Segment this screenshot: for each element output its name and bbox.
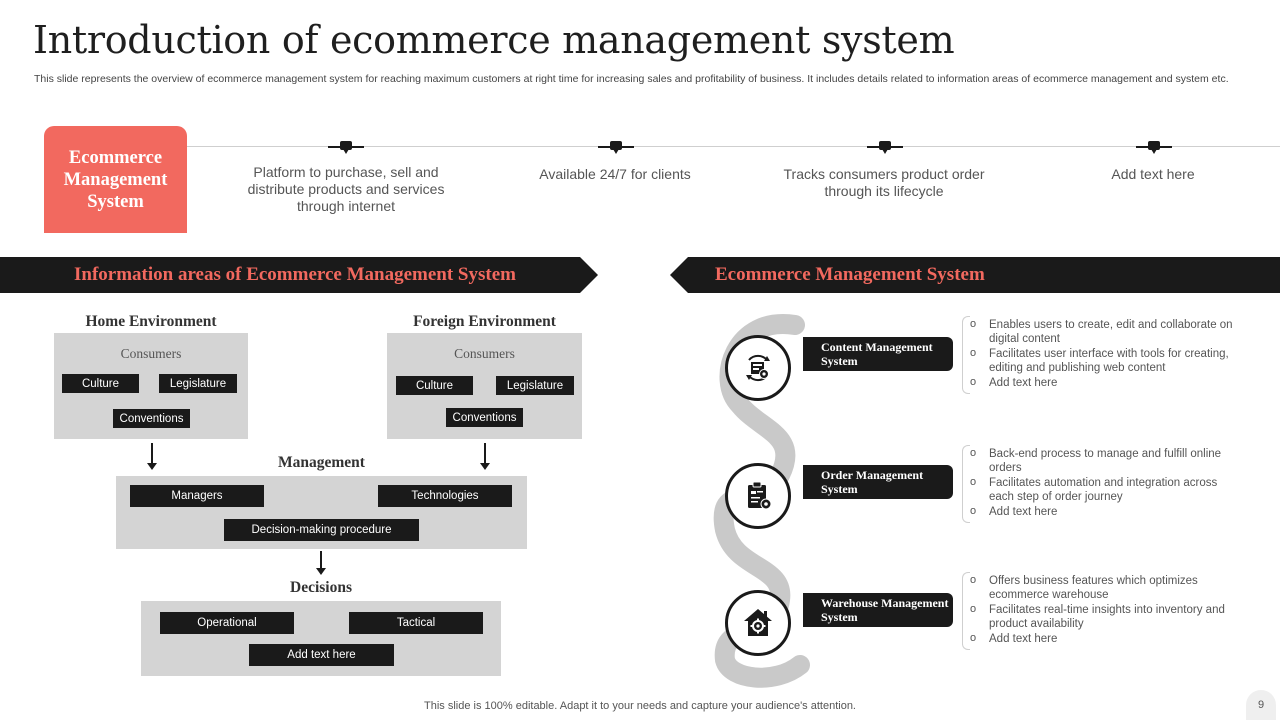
ems-title-box: Ecommerce Management System [44, 126, 187, 233]
bullet-item: Add text here [970, 631, 1240, 646]
tactical-chip: Tactical [349, 612, 483, 634]
info-areas-banner: Information areas of Ecommerce Managemen… [0, 257, 598, 293]
decisions-add-text-chip: Add text here [249, 644, 394, 666]
managers-chip: Managers [130, 485, 264, 507]
timeline-line [187, 146, 1280, 147]
timeline-point: Add text here [1111, 166, 1195, 182]
management-title: Management [278, 454, 365, 471]
page-title: Introduction of ecommerce management sys… [33, 18, 955, 62]
home-environment-panel: Consumers Culture Legislature Convention… [54, 333, 248, 439]
decision-making-chip: Decision-making procedure [224, 519, 419, 541]
bullet-item: Add text here [970, 375, 1240, 390]
footer-note: This slide is 100% editable. Adapt it to… [424, 700, 856, 712]
timeline-marker [867, 141, 903, 154]
technologies-chip: Technologies [378, 485, 512, 507]
bullet-item: Enables users to create, edit and collab… [970, 317, 1240, 347]
timeline-marker [328, 141, 364, 154]
bullet-item: Add text here [970, 504, 1240, 519]
home-environment-title: Home Environment [85, 313, 217, 330]
content-management-label: Content Management System [803, 337, 953, 371]
order-management-bullets: Back-end process to manage and fulfill o… [970, 446, 1240, 519]
timeline-marker [598, 141, 634, 154]
bullet-bracket [962, 316, 970, 394]
legislature-chip: Legislature [496, 376, 574, 395]
order-clipboard-icon [748, 481, 772, 510]
bullet-item: Back-end process to manage and fulfill o… [970, 446, 1240, 476]
page-number: 9 [1246, 690, 1276, 720]
arrow-down-icon [316, 551, 326, 575]
ems-banner: Ecommerce Management System [670, 257, 1280, 293]
arrow-down-icon [480, 443, 490, 470]
conventions-chip: Conventions [113, 409, 190, 428]
foreign-environment-title: Foreign Environment [413, 313, 556, 330]
content-management-bullets: Enables users to create, edit and collab… [970, 317, 1240, 390]
warehouse-management-circle [725, 590, 791, 656]
consumers-label: Consumers [454, 346, 515, 361]
order-management-circle [725, 463, 791, 529]
consumers-label: Consumers [120, 346, 182, 361]
decisions-title: Decisions [290, 579, 352, 596]
bullet-item: Facilitates user interface with tools fo… [970, 346, 1240, 376]
s-curve-connector [713, 314, 810, 688]
order-management-label: Order Management System [803, 465, 953, 499]
content-management-icon [746, 354, 770, 382]
arrow-down-icon [147, 443, 157, 470]
bullet-item: Facilitates automation and integration a… [970, 475, 1240, 505]
bullet-bracket [962, 445, 970, 523]
bullet-item: Offers business features which optimizes… [970, 573, 1240, 603]
content-management-circle [725, 335, 791, 401]
warehouse-management-label: Warehouse Management System [803, 593, 953, 627]
timeline-point: Available 24/7 for clients [539, 166, 691, 182]
bullet-bracket [962, 572, 970, 650]
warehouse-gear-icon [744, 609, 772, 636]
management-panel: Managers Technologies Decision-making pr… [116, 476, 527, 549]
warehouse-management-bullets: Offers business features which optimizes… [970, 573, 1240, 646]
decisions-panel: Operational Tactical Add text here [141, 601, 501, 676]
culture-chip: Culture [62, 374, 139, 393]
culture-chip: Culture [396, 376, 473, 395]
timeline-point: Tracks consumers product order through i… [783, 166, 985, 199]
bullet-item: Facilitates real-time insights into inve… [970, 602, 1240, 632]
foreign-environment-panel: Consumers Culture Legislature Convention… [387, 333, 582, 439]
timeline-marker [1136, 141, 1172, 154]
conventions-chip: Conventions [446, 408, 523, 427]
operational-chip: Operational [160, 612, 294, 634]
page-subtitle: This slide represents the overview of ec… [34, 73, 1229, 85]
legislature-chip: Legislature [159, 374, 237, 393]
timeline-point: Platform to purchase, sell and distribut… [247, 164, 445, 214]
